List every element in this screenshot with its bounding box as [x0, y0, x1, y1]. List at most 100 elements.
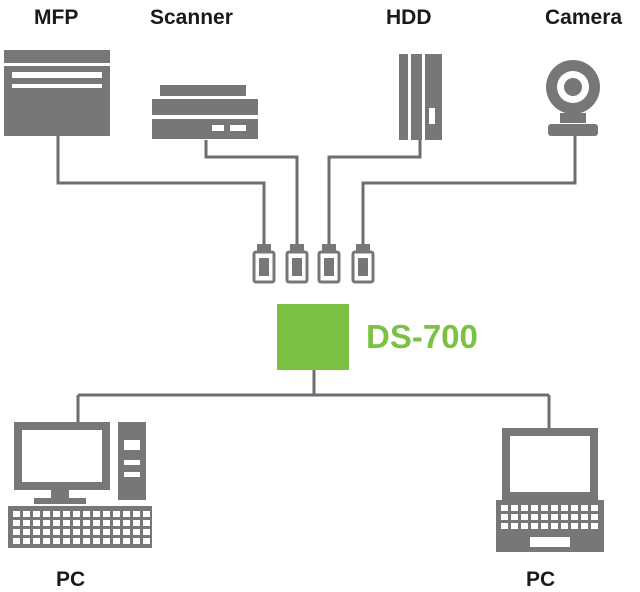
keyboard-key	[113, 520, 120, 526]
keyboard-key	[53, 529, 60, 535]
mfp-icon	[4, 50, 110, 136]
keyboard-key	[551, 514, 558, 520]
keyboard-key	[521, 505, 528, 511]
keyboard-key	[13, 511, 20, 517]
keyboard-key	[123, 538, 130, 544]
keyboard-key	[581, 505, 588, 511]
keyboard-key	[23, 529, 30, 535]
scanner-icon	[152, 85, 258, 139]
keyboard-key	[591, 514, 598, 520]
pc-right-label: PC	[526, 568, 556, 591]
keyboard-key	[93, 511, 100, 517]
keyboard-key	[123, 529, 130, 535]
keyboard-key	[561, 505, 568, 511]
keyboard-key	[43, 511, 50, 517]
keyboard-key	[33, 529, 40, 535]
keyboard-key	[133, 520, 140, 526]
keyboard-key	[73, 529, 80, 535]
keyboard-key	[33, 538, 40, 544]
keyboard-key	[143, 511, 150, 517]
keyboard-key	[53, 520, 60, 526]
keyboard-key	[13, 538, 20, 544]
keyboard-key	[113, 529, 120, 535]
keyboard-key	[93, 520, 100, 526]
keyboard-key	[541, 514, 548, 520]
keyboard-key	[521, 514, 528, 520]
scanner-label: Scanner	[150, 6, 233, 29]
keyboard-key	[103, 511, 110, 517]
keyboard-key	[581, 514, 588, 520]
keyboard-key	[511, 514, 518, 520]
connection-lines	[56, 135, 577, 430]
keyboard-key	[511, 505, 518, 511]
keyboard-key	[43, 520, 50, 526]
keyboard-key	[581, 523, 588, 529]
keyboard-key	[501, 523, 508, 529]
keyboard-key	[123, 520, 130, 526]
keyboard-key	[551, 523, 558, 529]
keyboard-key	[83, 529, 90, 535]
keyboard-key	[551, 505, 558, 511]
keyboard-key	[143, 538, 150, 544]
hdd-cable	[327, 140, 422, 246]
usb-plug-4	[351, 244, 375, 284]
keyboard-key	[501, 505, 508, 511]
keyboard-key	[541, 505, 548, 511]
keyboard-key	[591, 523, 598, 529]
camera-icon	[546, 60, 600, 136]
laptop-keyboard-keys	[501, 505, 598, 529]
keyboard-key	[53, 511, 60, 517]
keyboard-key	[43, 538, 50, 544]
pc-left-label: PC	[56, 568, 86, 591]
keyboard-key	[43, 529, 50, 535]
camera-cable	[361, 136, 577, 246]
keyboard-key	[73, 538, 80, 544]
keyboard-key	[541, 523, 548, 529]
keyboard-key	[521, 523, 528, 529]
keyboard-key	[63, 538, 70, 544]
keyboard-key	[133, 529, 140, 535]
keyboard-key	[63, 529, 70, 535]
keyboard-key	[531, 505, 538, 511]
keyboard-key	[561, 514, 568, 520]
usb-plug-1	[252, 244, 276, 284]
keyboard-key	[143, 520, 150, 526]
keyboard-key	[143, 529, 150, 535]
keyboard-key	[571, 523, 578, 529]
keyboard-key	[83, 538, 90, 544]
keyboard-key	[113, 511, 120, 517]
hub-label: DS-700	[366, 318, 478, 355]
keyboard-key	[93, 538, 100, 544]
scanner-cable	[204, 140, 299, 246]
hdd-icon	[399, 54, 442, 140]
mfp-cable	[56, 135, 266, 246]
keyboard-key	[23, 511, 30, 517]
camera-label: Camera	[545, 6, 623, 29]
mfp-label: MFP	[34, 6, 79, 29]
keyboard-key	[33, 511, 40, 517]
keyboard-key	[103, 520, 110, 526]
keyboard-key	[571, 514, 578, 520]
keyboard-key	[73, 511, 80, 517]
keyboard-key	[531, 514, 538, 520]
keyboard-key	[133, 511, 140, 517]
keyboard-key	[33, 520, 40, 526]
keyboard-key	[591, 505, 598, 511]
keyboard-key	[23, 520, 30, 526]
keyboard-key	[123, 511, 130, 517]
keyboard-key	[571, 505, 578, 511]
desktop-keyboard-keys	[13, 511, 150, 544]
keyboard-key	[13, 529, 20, 535]
usb-plug-3	[317, 244, 341, 284]
hdd-label: HDD	[386, 6, 432, 29]
keyboard-key	[83, 520, 90, 526]
keyboard-key	[103, 538, 110, 544]
ds700-hub-box	[277, 304, 349, 370]
keyboard-key	[501, 514, 508, 520]
laptop-pc-icon	[496, 428, 604, 552]
keyboard-key	[53, 538, 60, 544]
keyboard-key	[113, 538, 120, 544]
keyboard-key	[73, 520, 80, 526]
keyboard-key	[103, 529, 110, 535]
